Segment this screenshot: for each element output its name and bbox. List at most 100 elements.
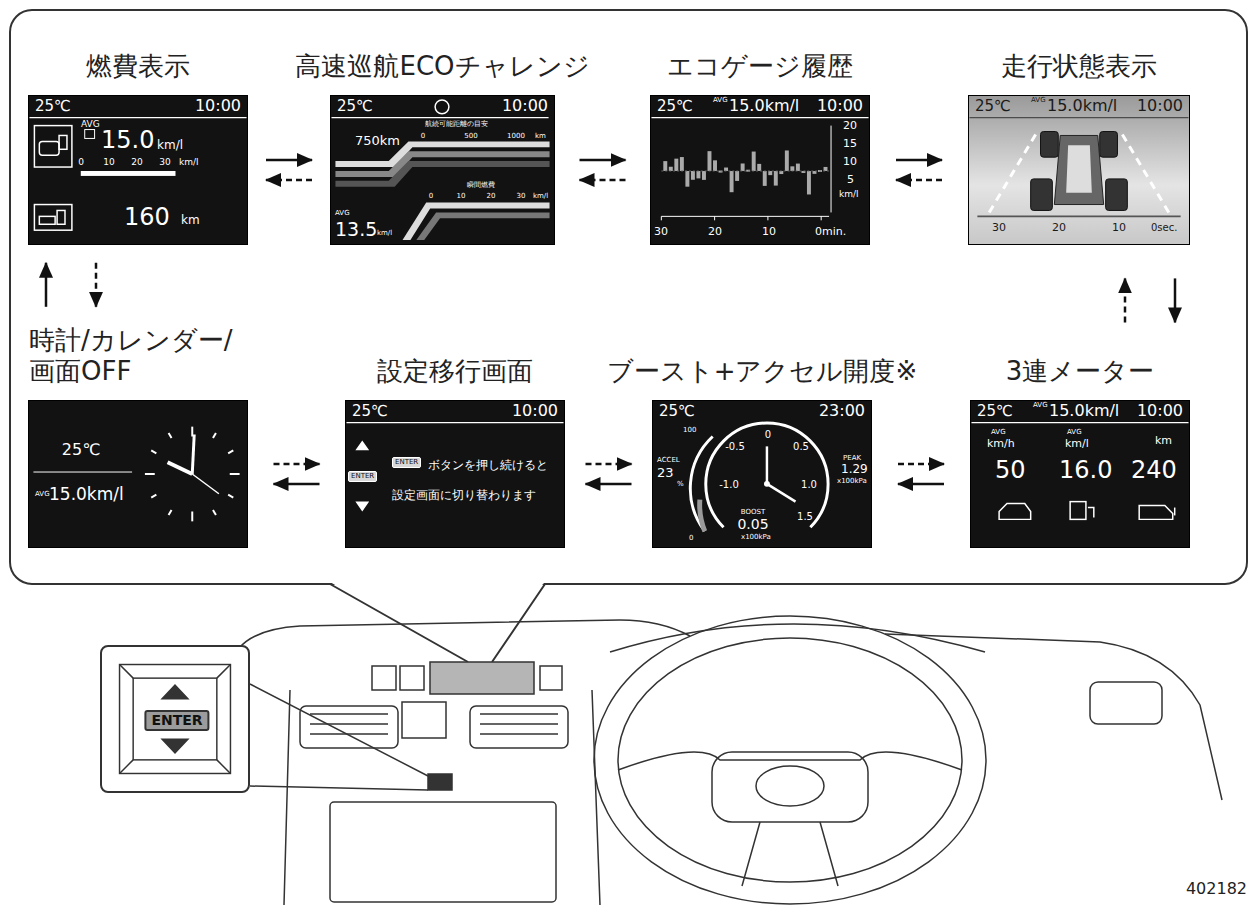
solid-arrow [580, 159, 626, 162]
dashed-arrow [896, 179, 942, 182]
screen-title: 高速巡航ECOチャレンジ [295, 51, 589, 82]
screen-text: 23 [657, 466, 674, 480]
screen-text: ENTER [392, 457, 421, 468]
figure-number: 402182 [1186, 879, 1247, 898]
screen-text: 15.0km/l [1047, 97, 1117, 115]
screen-text: AVG [1067, 429, 1082, 437]
screen-graphic [346, 401, 564, 547]
display-screen: 3連メーター25℃AVG15.0km/l10:00AVGkm/hAVGkm/lk… [970, 400, 1190, 548]
screen-text: 23:00 [819, 402, 865, 420]
solid-arrow [586, 483, 632, 486]
screen-text: 航続可能距離の目安 [425, 121, 488, 129]
screen-text: km [535, 133, 546, 141]
screen-text: 25℃ [337, 98, 373, 115]
display-screen: 燃費表示25℃10:00AVG15.0km/l0102030km/l160km [28, 95, 248, 245]
screen-text: 30 [159, 158, 170, 168]
screen-text: AVG [1031, 97, 1046, 105]
screen-text: 160 [124, 204, 170, 230]
screen-text: x100kPa [837, 478, 867, 486]
screen-text: 0 [765, 429, 771, 440]
display-screen: ブースト+アクセル開度※25℃23:000-0.50.5-1.01.01.5AC… [652, 400, 872, 548]
dashed-arrow [274, 463, 320, 466]
screen-text: % [677, 481, 684, 489]
screen-text: 10:00 [195, 97, 241, 115]
screen-text: 25℃ [352, 403, 388, 420]
screen-text: 13.5 [335, 219, 377, 240]
screen-text: 100 [683, 427, 696, 435]
screen-title: 走行状態表示 [1001, 51, 1157, 82]
screen-title: 設定移行画面 [377, 356, 533, 387]
screen-text: 30 [517, 193, 526, 201]
screen-text: ボタンを押し続けると 設定画面に切り替わります [392, 450, 564, 510]
screen-text: 30 [992, 222, 1006, 234]
dashed-arrow [898, 463, 944, 466]
screen-text: 0 [78, 158, 84, 168]
dashboard-lines [230, 616, 1222, 905]
solid-arrow [1174, 278, 1177, 322]
solid-arrow [266, 159, 312, 162]
screen-text: 15.0km/l [729, 97, 799, 115]
screen-text: 10 [457, 193, 466, 201]
screen-text: 0min. [815, 226, 846, 238]
screen-text: km/h [987, 438, 1015, 450]
screen-text: 20 [843, 120, 857, 132]
screen-text: km/l [179, 158, 199, 168]
screen-text: km/l [157, 139, 183, 152]
screen-text: AVG [81, 120, 100, 130]
screen-text: 10:00 [502, 97, 548, 115]
screen-text: 15.0 [101, 127, 154, 153]
screen-text: AVG [35, 491, 50, 499]
dashed-arrow [266, 179, 312, 182]
screen-text: 0 [429, 193, 433, 201]
screen-text: AVG [1033, 402, 1048, 410]
button-inset: ENTER [100, 645, 250, 793]
screen-text: 15 [843, 138, 857, 150]
screen-text: 25℃ [659, 403, 695, 420]
screen-text: AVG [991, 429, 1006, 437]
screen-text: 25℃ [35, 98, 71, 115]
screen-text: 20 [708, 226, 722, 238]
screen-text: 25℃ [62, 441, 100, 459]
display-screen: 走行状態表示25℃AVG15.0km/l10:003020100sec. [968, 95, 1190, 245]
screen-title: 3連メーター [1006, 356, 1155, 387]
screen-text: km/l [377, 230, 392, 238]
solid-arrow [898, 483, 944, 486]
screen-text: 25℃ [977, 403, 1013, 420]
screen-text: AVG [713, 97, 728, 105]
screen-text: 500 [464, 133, 477, 141]
screen-text: 20 [487, 193, 496, 201]
screen-text: ACCEL [657, 457, 680, 465]
screen-text: 20 [1052, 222, 1066, 234]
screen-text: 0 [689, 535, 693, 543]
screen-text: 20 [131, 158, 142, 168]
screen-text: 10:00 [817, 97, 863, 115]
screen-title: エコゲージ履歴 [667, 51, 853, 82]
screen-text: ENTER [348, 471, 377, 482]
screen-text: 1.29 [841, 463, 868, 476]
screen-text: -1.0 [719, 479, 739, 490]
screen-text: 10:00 [1137, 97, 1183, 115]
screen-text: 1.0 [801, 479, 817, 490]
screen-text: 0sec. [1151, 222, 1177, 233]
screen-graphic [651, 96, 869, 244]
screen-title: 燃費表示 [86, 51, 190, 82]
display-screen: 時計/カレンダー/ 画面OFF25℃AVG15.0km/l [28, 400, 248, 548]
screen-graphic [29, 401, 247, 547]
screen-text: 25℃ [975, 98, 1011, 115]
display-screen: 設定移行画面25℃10:00ENTERENTERボタンを押し続けると 設定画面に… [345, 400, 565, 548]
screen-text: km/l [533, 193, 548, 201]
screen-text: 0 [421, 133, 425, 141]
dashed-arrow [95, 263, 98, 307]
screen-text: BOOST [741, 509, 765, 517]
screen-text: km/l [839, 190, 859, 200]
screen-text: km [1155, 435, 1172, 447]
screen-text: 10 [762, 226, 776, 238]
display-screen: エコゲージ履歴25℃AVG15.0km/l10:002015105km/l302… [650, 95, 870, 245]
callout-frame [10, 10, 1247, 662]
screen-text: 1000 [507, 133, 525, 141]
screen-text: 0.05 [737, 517, 768, 532]
screen-text: 瞬間燃費 [467, 182, 495, 190]
screen-text: 10 [1112, 222, 1126, 234]
screen-text: 15.0km/l [49, 485, 124, 504]
solid-arrow [45, 263, 48, 307]
